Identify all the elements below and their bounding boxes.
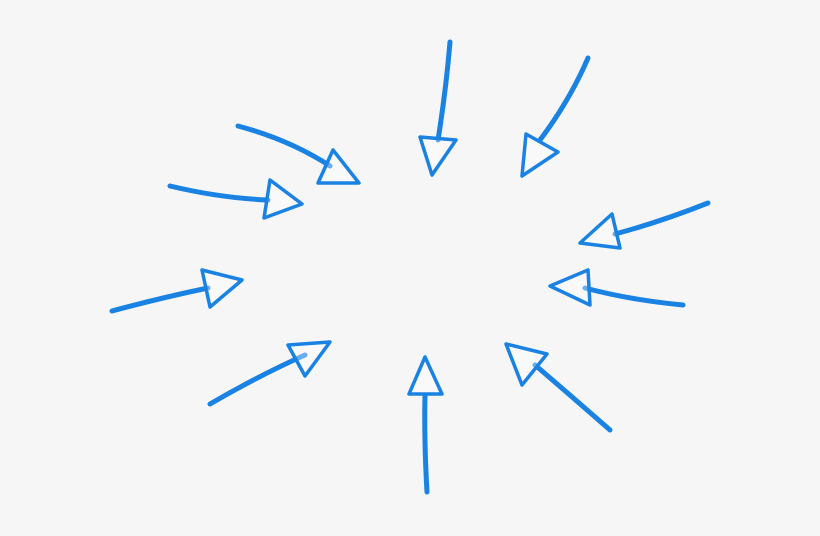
arrow-head	[262, 178, 304, 220]
arrow-shaft	[435, 39, 453, 143]
arrow-shaft	[532, 362, 613, 433]
arrow-head	[548, 268, 592, 307]
arrow-top-left-icon	[235, 123, 361, 185]
arrow-head	[407, 355, 444, 396]
arrow-left-icon	[109, 268, 244, 314]
arrow-shaft	[109, 285, 211, 314]
arrow-head	[520, 132, 560, 178]
arrow-shaft	[235, 123, 333, 169]
arrow-right-upper-icon	[578, 200, 711, 250]
arrow-bottom-icon	[407, 355, 444, 495]
arrow-shaft	[582, 285, 686, 308]
arrow-top-icon	[418, 39, 458, 177]
arrow-head	[504, 342, 549, 387]
arrow-head	[578, 212, 622, 250]
arrow-head	[418, 135, 458, 177]
arrow-head	[200, 268, 244, 309]
arrow-bottom-right-icon	[504, 342, 613, 433]
arrow-shaft	[422, 392, 430, 495]
arrow-shaft	[167, 183, 271, 203]
arrow-head	[286, 340, 332, 378]
arrow-shaft	[207, 352, 308, 407]
arrow-top-right-icon	[520, 55, 591, 178]
arrow-shaft	[537, 55, 591, 143]
arrow-left-upper-icon	[167, 178, 304, 220]
arrow-right-icon	[548, 268, 686, 308]
arrow-head	[316, 148, 361, 185]
arrow-bottom-left-icon	[207, 340, 332, 407]
arrow-shaft	[612, 200, 711, 237]
